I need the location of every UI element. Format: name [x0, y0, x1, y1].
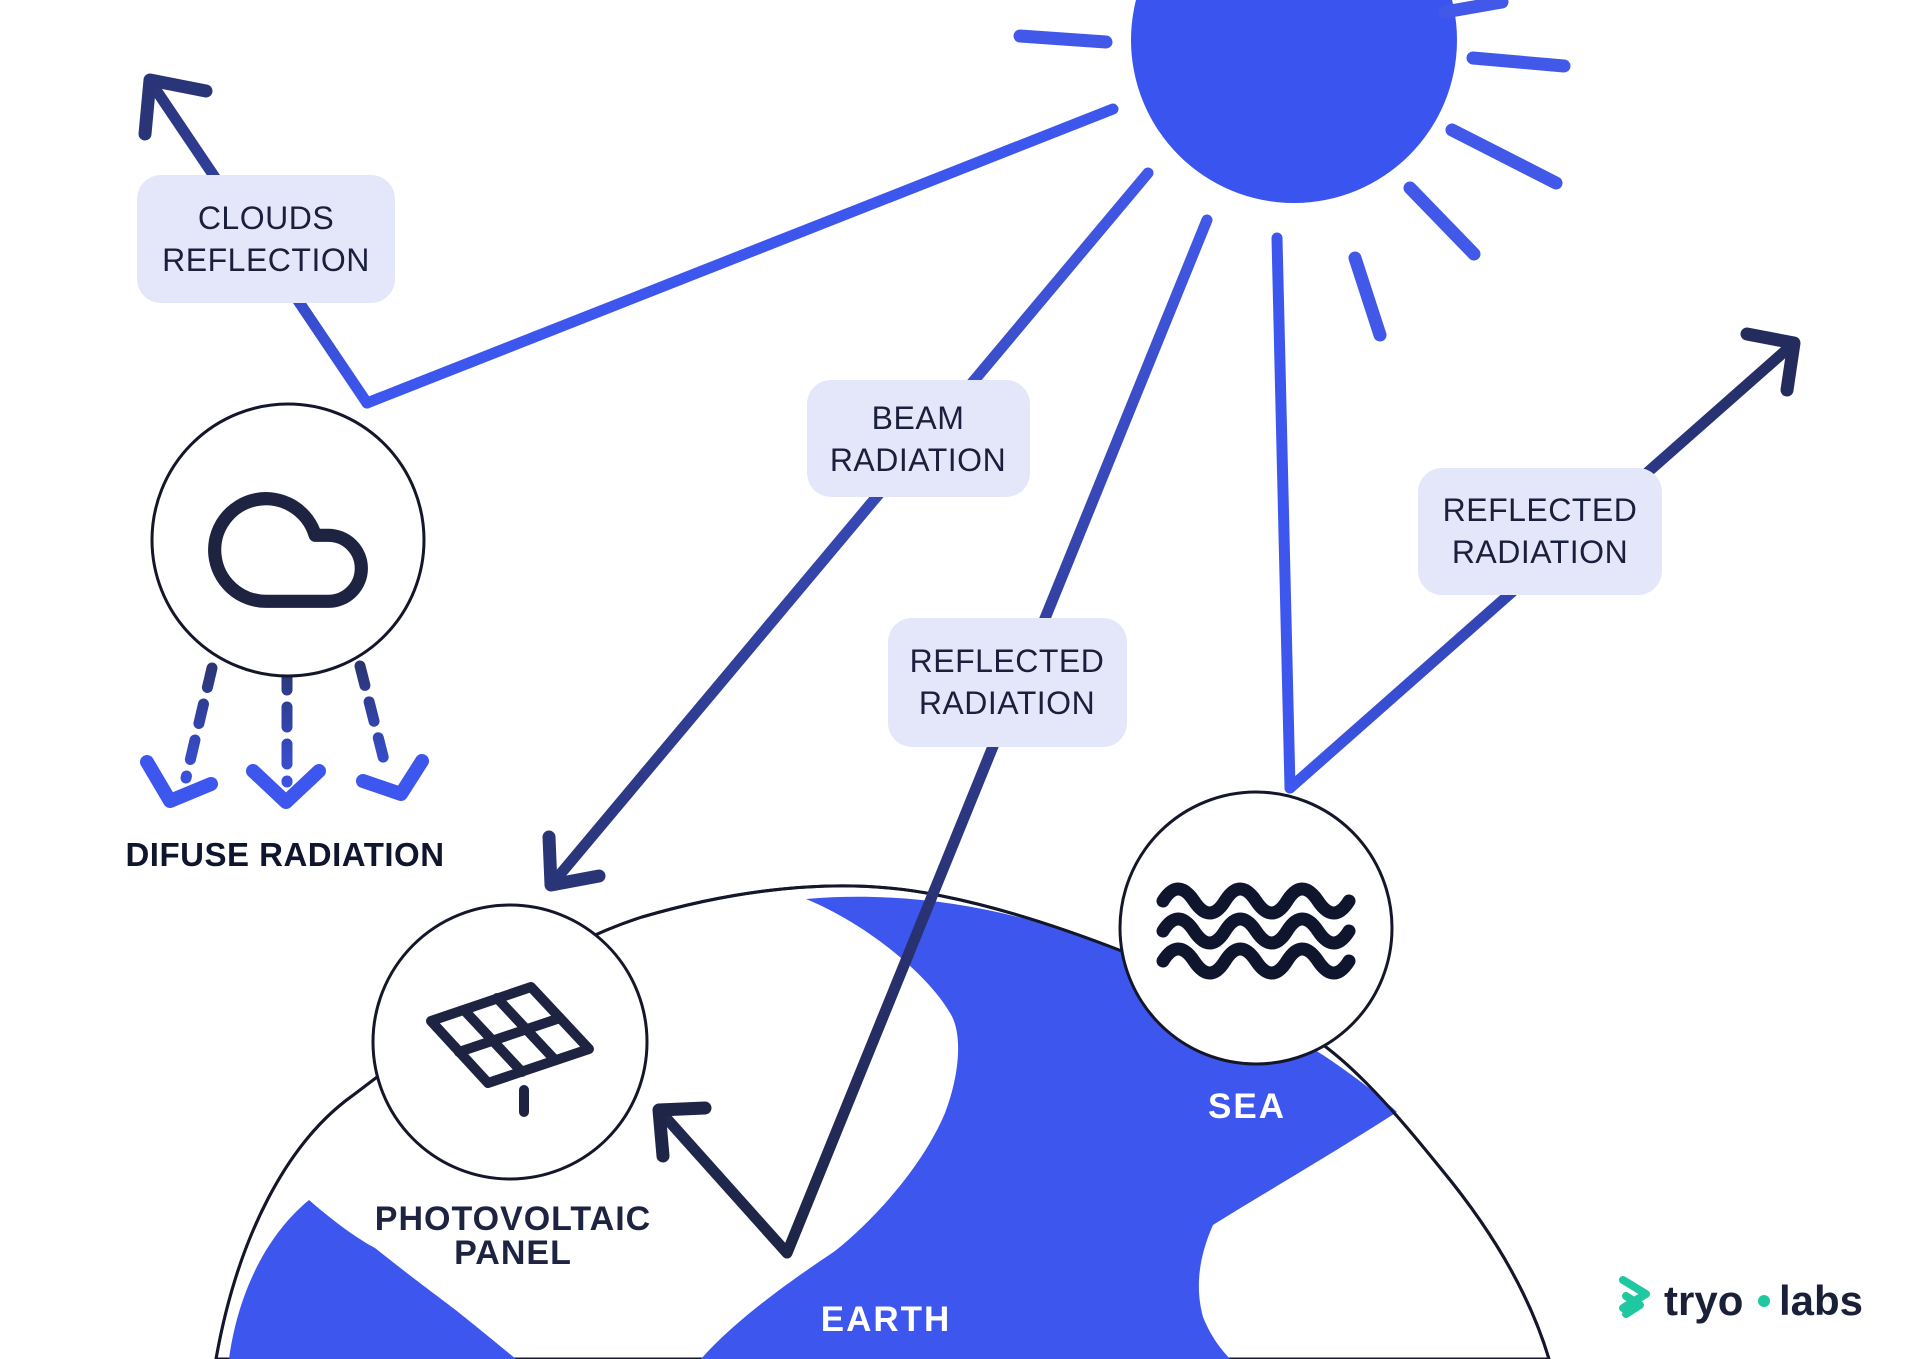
logo-dot — [1758, 1295, 1770, 1307]
cloud-circle — [150, 402, 426, 678]
sea-label: SEA — [1208, 1087, 1286, 1126]
tryolabs-logo-icon — [1619, 1276, 1650, 1318]
reflected-radiation-center-arrowhead — [652, 1101, 712, 1163]
sun-ray — [1348, 251, 1387, 342]
beam-radiation-arrowhead — [542, 830, 606, 892]
difuse-radiation-arrows — [180, 660, 393, 788]
sun-ray — [1403, 181, 1481, 261]
reflected-radiation-right-label-line2: RADIATION — [1452, 534, 1628, 570]
reflected-radiation-center-label-line2: RADIATION — [919, 685, 1095, 721]
photovoltaic-panel-circle — [371, 903, 649, 1181]
reflected-radiation-right-arrowhead — [1740, 327, 1801, 397]
tryolabs-logo: tryo labs — [1619, 1276, 1863, 1324]
difuse-dashed-ray — [354, 660, 393, 778]
beam-radiation-label-box — [807, 380, 1030, 497]
clouds-reflection-label-line1: CLOUDS — [198, 200, 334, 236]
sea-waves-icon — [1156, 882, 1356, 980]
difuse-arrowhead — [246, 764, 326, 809]
sun-disc — [1131, 0, 1457, 203]
difuse-radiation-label: DIFUSE RADIATION — [125, 836, 444, 873]
beam-radiation-label-line1: BEAM — [872, 400, 965, 436]
reflected-radiation-center-label-box — [888, 618, 1127, 747]
difuse-dashed-ray — [180, 662, 218, 784]
clouds-reflection-arrowhead — [138, 73, 213, 141]
sun-ray — [1445, 123, 1563, 190]
cloud-incident-ray — [361, 103, 1119, 409]
sun-ray — [1438, 0, 1509, 19]
label-boxes: CLOUDS REFLECTION BEAM RADIATION REFLECT… — [125, 175, 1662, 873]
reflected-radiation-right-label-line1: REFLECTED — [1443, 492, 1638, 528]
sea-incident-ray — [1271, 232, 1296, 794]
photovoltaic-panel-label-line1: PHOTOVOLTAIC — [375, 1200, 651, 1238]
clouds-reflection-label-line2: REFLECTION — [162, 242, 370, 278]
cloud-node — [150, 402, 426, 678]
photovoltaic-panel-node: PHOTOVOLTAIC PANEL — [371, 903, 651, 1272]
reflected-radiation-center-line — [653, 214, 1213, 1259]
difuse-radiation-arrowheads — [140, 754, 429, 809]
reflected-radiation-right-label-box — [1418, 468, 1662, 595]
tryolabs-logo-text-right: labs — [1779, 1277, 1863, 1324]
beam-radiation-line — [546, 167, 1154, 890]
sun-ray — [1466, 51, 1571, 73]
sun-icon — [1013, 0, 1571, 342]
cloud-icon — [208, 492, 368, 608]
earth-landmass-left — [229, 1200, 516, 1359]
earth-label: EARTH — [821, 1300, 952, 1339]
tryolabs-logo-text-left: tryo — [1664, 1277, 1743, 1324]
difuse-arrowhead — [140, 755, 218, 808]
sun-ray — [1013, 29, 1113, 49]
photovoltaic-panel-label-line2: PANEL — [454, 1234, 572, 1272]
clouds-reflection-label-box — [137, 175, 395, 303]
beam-radiation-label-line2: RADIATION — [830, 442, 1006, 478]
solar-panel-icon — [426, 982, 594, 1117]
earth-outline-stroke — [214, 884, 1551, 1359]
difuse-arrowhead — [356, 754, 429, 801]
sea-node — [1118, 790, 1394, 1066]
reflected-radiation-center-label-line1: REFLECTED — [910, 643, 1105, 679]
